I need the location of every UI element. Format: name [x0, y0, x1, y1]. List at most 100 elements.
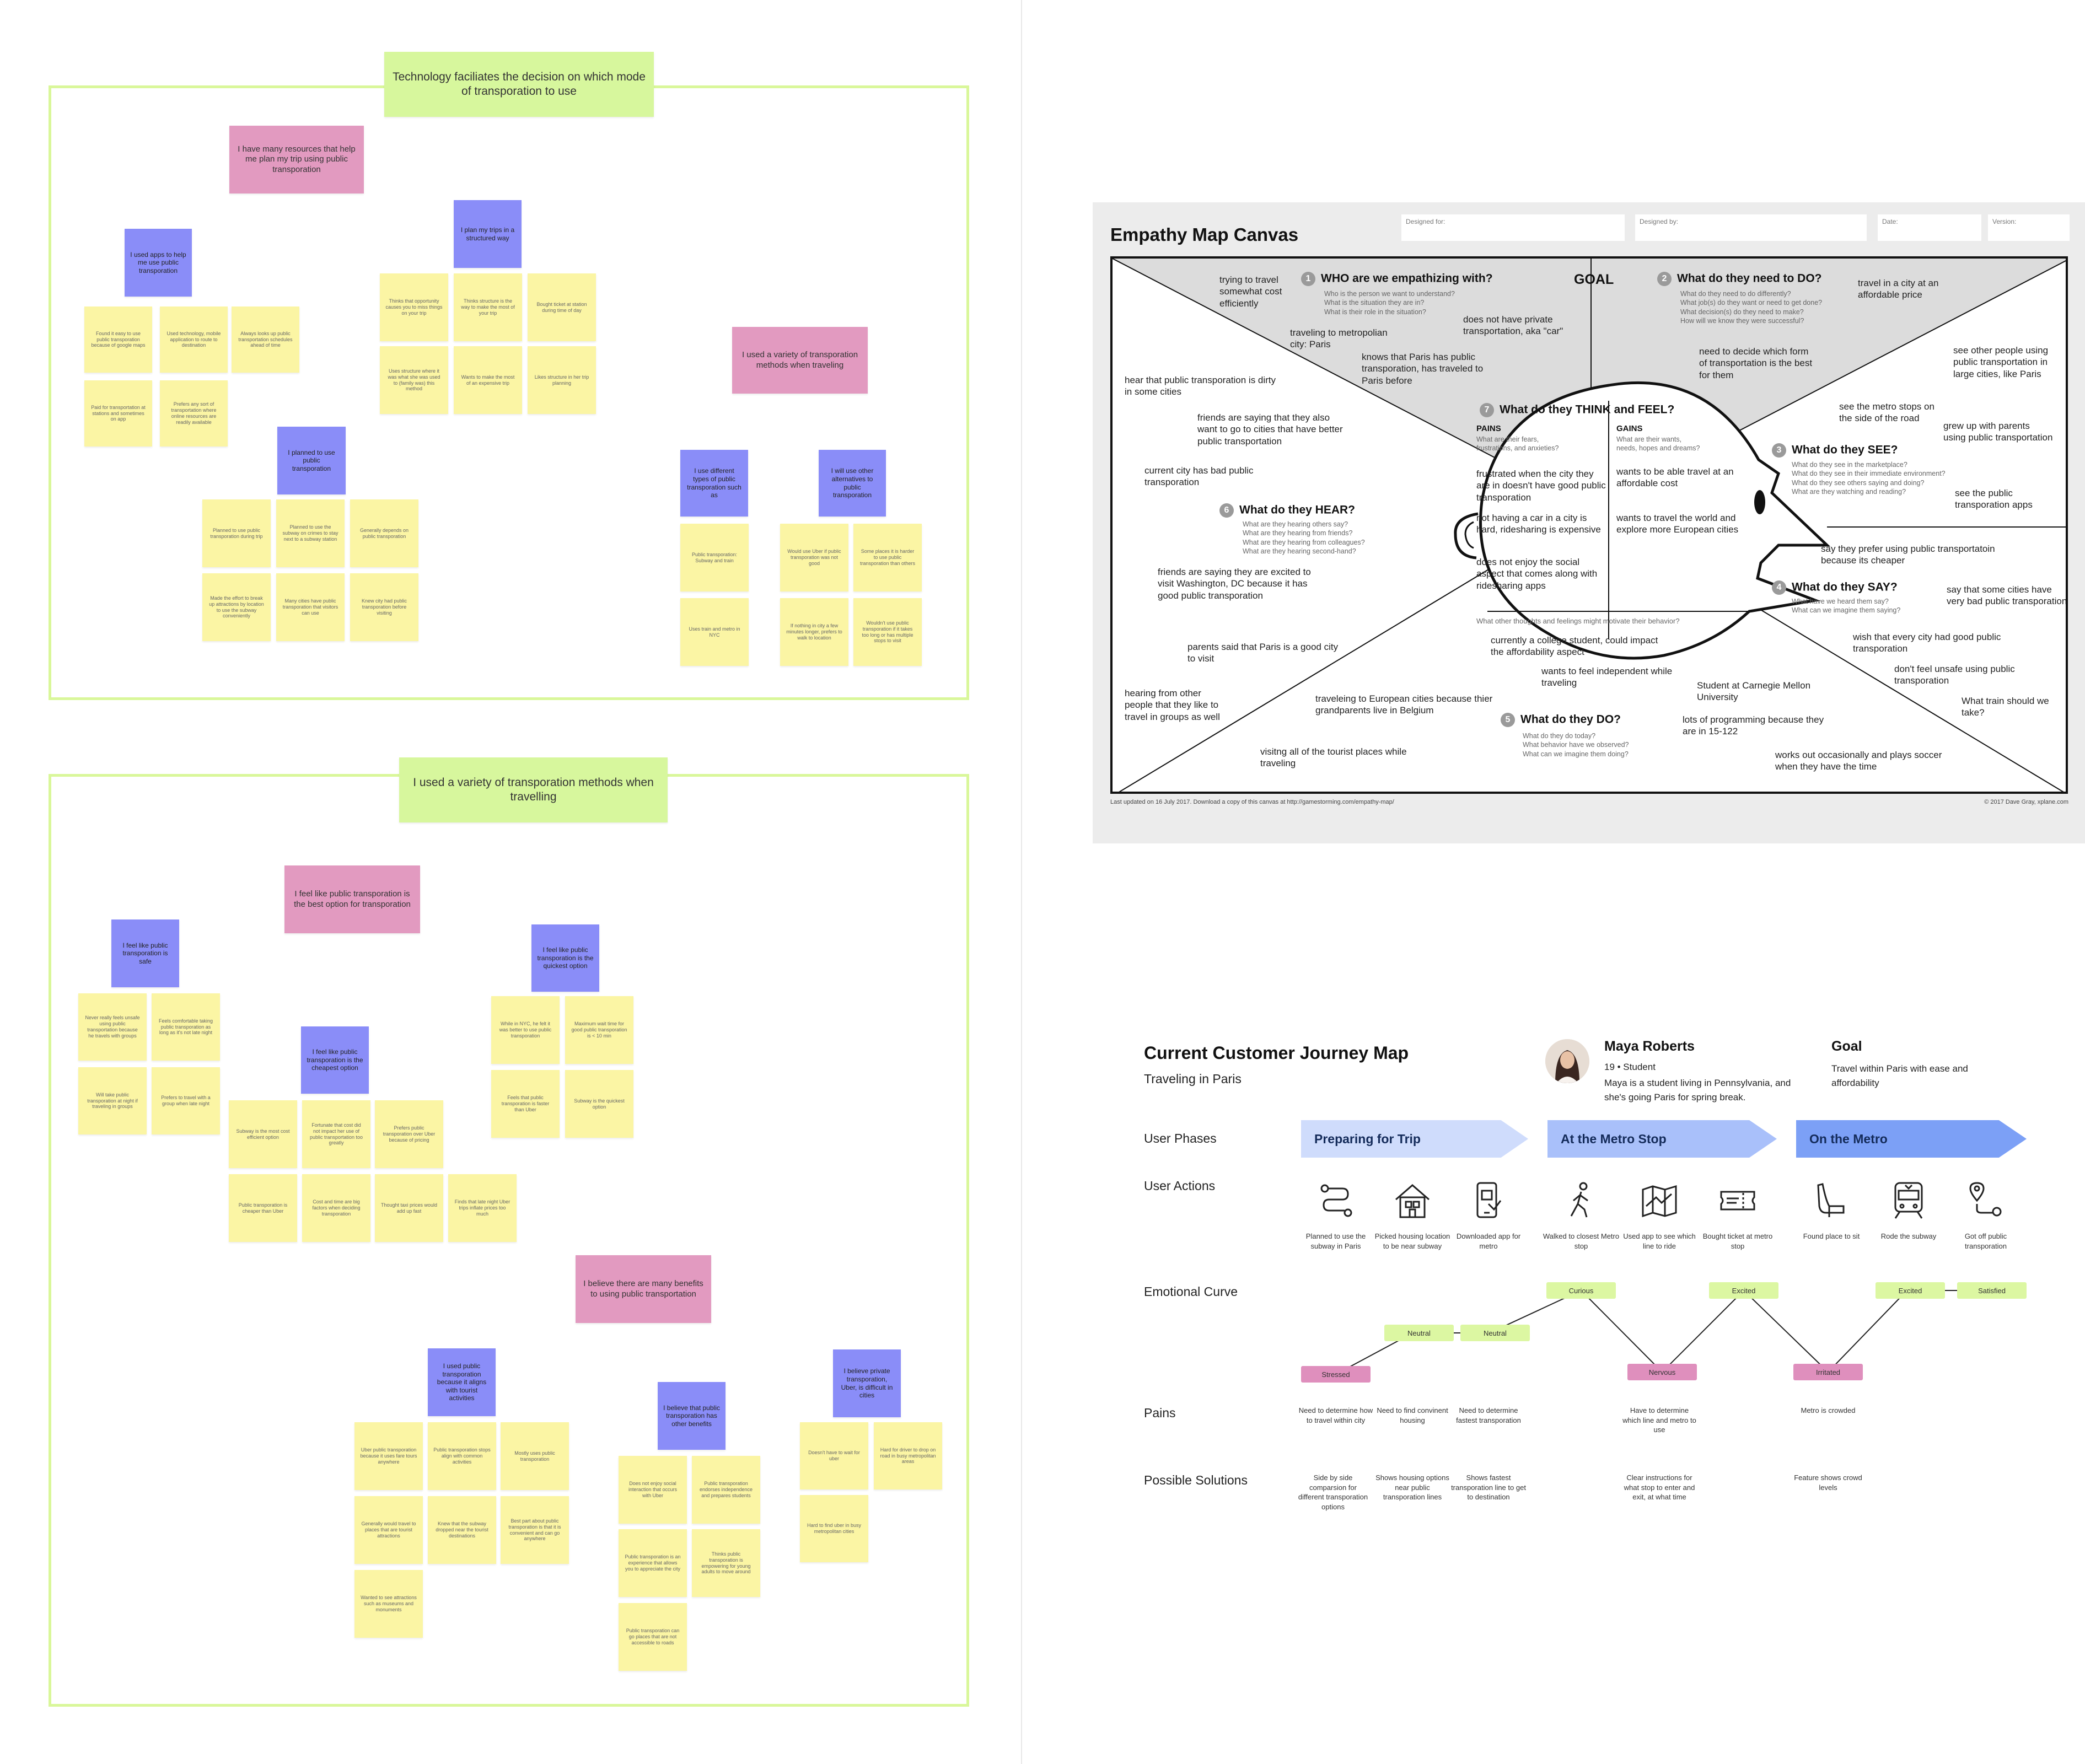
note-text: Uses structure where it was what she was… — [388, 368, 440, 392]
journey-map-panel[interactable]: Current Customer Journey Map Traveling i… — [1136, 1025, 2073, 1555]
step-number-badge: 4 — [1772, 580, 1786, 595]
date-field[interactable]: Date: — [1878, 214, 1981, 241]
sticky-note[interactable]: Fortunate that cost did not impact her u… — [302, 1100, 370, 1168]
sticky-note[interactable]: Thinks that opportunity causes you to mi… — [380, 273, 448, 341]
solution-item: Clear instructions for what stop to ente… — [1624, 1473, 1695, 1502]
sticky-note[interactable]: Bought ticket at station during time of … — [528, 273, 596, 341]
phase-preparing-for-trip[interactable]: Preparing for Trip — [1301, 1120, 1528, 1158]
step-number-badge: 6 — [1219, 503, 1234, 518]
note-text: Will take public transporation at night … — [87, 1091, 138, 1110]
sticky-note[interactable]: Knew city had public transporation befor… — [350, 573, 418, 641]
header-text: I used apps to help me use public transp… — [130, 250, 186, 275]
empathy-note: grew up with parents using public transp… — [1943, 421, 2053, 443]
sticky-note[interactable]: Hard to find uber in busy metropolitan c… — [800, 1495, 868, 1562]
location-route-icon — [1969, 1182, 2002, 1217]
sticky-note[interactable]: Uses structure where it was what she was… — [380, 346, 448, 414]
designed-for-field[interactable]: Designed for: — [1401, 214, 1625, 241]
sticky-note[interactable]: Many cities have public transporation th… — [276, 573, 345, 641]
sticky-note[interactable]: Wanted to see attractions such as museum… — [354, 1570, 423, 1638]
sticky-note[interactable]: Feels comfortable taking public transpor… — [152, 993, 220, 1061]
sticky-note[interactable]: Public transporation stops align with co… — [428, 1422, 496, 1490]
phase-on-the-metro[interactable]: On the Metro — [1796, 1120, 2027, 1158]
theme-note[interactable]: I used a variety of transporation method… — [732, 327, 868, 394]
sticky-note[interactable]: Cost and time are big factors when decid… — [302, 1174, 370, 1242]
emotion-tag-nervous: Nervous — [1627, 1364, 1697, 1380]
journey-subtitle: Traveling in Paris — [1144, 1072, 1242, 1086]
sticky-note[interactable]: Maximum wait time for good public transp… — [565, 996, 633, 1064]
note-text: Wouldn't use public transporation if it … — [862, 620, 913, 644]
sticky-note[interactable]: Will take public transporation at night … — [78, 1067, 147, 1134]
sticky-note[interactable]: Does not enjoy social interaction that o… — [619, 1456, 687, 1524]
sticky-note[interactable]: Best part about public transporation is … — [501, 1496, 569, 1564]
sticky-note[interactable]: Some places it is harder to use public t… — [853, 524, 922, 591]
sticky-note[interactable]: Thinks public transporation is empowerin… — [692, 1529, 760, 1597]
note-text: Public transporation is cheaper than Ube… — [238, 1202, 288, 1214]
sticky-note[interactable]: Mostly uses public transporation — [501, 1422, 569, 1490]
group-header-note[interactable]: I believe that public transporation has … — [658, 1382, 726, 1450]
board2-title-note[interactable]: I used a variety of transporation method… — [399, 757, 668, 822]
sticky-note[interactable]: Public transporation endorses independen… — [692, 1456, 760, 1524]
header-text: I plan my trips in a structured way — [460, 225, 515, 242]
theme-note[interactable]: I feel like public transporation is the … — [284, 865, 420, 933]
designed-by-field[interactable]: Designed by: — [1635, 214, 1867, 241]
sticky-note[interactable]: Feels that public transporation is faste… — [491, 1070, 560, 1138]
pain-point: Have to determine which line and metro t… — [1622, 1406, 1696, 1434]
group-header-note[interactable]: I plan my trips in a structured way — [454, 200, 522, 268]
group-header-note[interactable]: I believe private transporation, Uber, i… — [833, 1349, 901, 1417]
sticky-note[interactable]: Thinks structure is the way to make the … — [454, 273, 522, 341]
sticky-note[interactable]: While in NYC, he felt it was better to u… — [491, 996, 560, 1064]
theme-text: I feel like public transporation is the … — [294, 889, 411, 909]
group-header-note[interactable]: I feel like public transporation is safe — [111, 919, 179, 987]
sticky-note[interactable]: Finds that late night Uber trips inflate… — [448, 1174, 517, 1242]
theme-note[interactable]: I believe there are many benefits to usi… — [576, 1255, 711, 1323]
note-text: Generally depends on public transporatio… — [359, 527, 409, 539]
sticky-note[interactable]: Wouldn't use public transporation if it … — [853, 598, 922, 666]
sticky-note[interactable]: Used technology, mobile application to r… — [160, 306, 228, 373]
sticky-note[interactable]: Hard for driver to drop on road in busy … — [874, 1422, 942, 1489]
sticky-note[interactable]: Paid for transportation at stations and … — [84, 380, 152, 447]
sticky-note[interactable]: Made the effort to break up attractions … — [202, 573, 271, 641]
sticky-note[interactable]: Uses train and metro in NYC — [680, 598, 749, 666]
sticky-note[interactable]: Subway is the quickest option — [565, 1070, 633, 1138]
group-header-note[interactable]: I will use other alternatives to public … — [819, 450, 886, 517]
sticky-note[interactable]: Planned to use the subway on crimes to s… — [276, 499, 345, 567]
sticky-note[interactable]: Likes structure in her trip planning — [528, 346, 596, 414]
phase-at-the-metro-stop[interactable]: At the Metro Stop — [1547, 1120, 1777, 1158]
note-text: If nothing in city a few minutes longer,… — [786, 623, 842, 641]
sticky-note[interactable]: Generally depends on public transporatio… — [350, 499, 418, 567]
group-header-note[interactable]: I planned to use public transporation — [277, 427, 346, 494]
sticky-note[interactable]: Planned to use public transporation duri… — [202, 499, 271, 567]
note-text: Knew that the subway dropped near the to… — [436, 1521, 488, 1539]
sticky-note[interactable]: Wants to make the most of an expensive t… — [454, 346, 522, 414]
board-divider — [1021, 0, 1022, 1764]
sticky-note[interactable]: Thought taxi prices would add up fast — [375, 1174, 443, 1242]
board1-title-note[interactable]: Technology faciliates the decision on wh… — [384, 52, 654, 117]
sticky-note[interactable]: Subway is the most cost efficient option — [229, 1100, 297, 1168]
sticky-note[interactable]: If nothing in city a few minutes longer,… — [780, 598, 848, 666]
sticky-note[interactable]: Prefers any sort of transportation where… — [160, 380, 228, 447]
sticky-note[interactable]: Always looks up public transportation sc… — [232, 306, 299, 373]
sticky-note[interactable]: Would use Uber if public transporation w… — [780, 524, 848, 591]
sticky-note[interactable]: Uber public transporation because it use… — [354, 1422, 423, 1490]
sticky-note[interactable]: Public transporation is an experience th… — [619, 1529, 687, 1597]
sticky-note[interactable]: Public transporation can go places that … — [619, 1603, 687, 1671]
group-header-note[interactable]: I feel like public transporation is the … — [531, 924, 599, 992]
sticky-note[interactable]: Generally would travel to places that ar… — [354, 1496, 423, 1564]
theme-note[interactable]: I have many resources that help me plan … — [229, 126, 364, 193]
sticky-note[interactable]: Prefers public transporation over Uber b… — [375, 1100, 443, 1168]
note-text: Cost and time are big factors when decid… — [312, 1199, 361, 1217]
empathy-map-panel[interactable]: Empathy Map Canvas Designed for: Designe… — [1093, 202, 2085, 843]
sticky-note[interactable]: Found it easy to use public transporatio… — [84, 306, 152, 373]
sticky-note[interactable]: Knew that the subway dropped near the to… — [428, 1496, 496, 1564]
sticky-note[interactable]: Prefers to travel with a group when late… — [152, 1067, 220, 1134]
group-header-note[interactable]: I used apps to help me use public transp… — [125, 229, 192, 297]
sticky-note[interactable]: Public transporation is cheaper than Ube… — [229, 1174, 297, 1242]
sticky-note[interactable]: Doesn't have to wait for uber — [800, 1422, 868, 1489]
sticky-note[interactable]: Never really feels unsafe using public t… — [78, 993, 147, 1061]
sticky-note[interactable]: Public transporation: Subway and train — [680, 524, 749, 591]
group-header-note[interactable]: I use different types of public transpor… — [680, 450, 748, 517]
action-label: Planned to use the subway in Paris — [1305, 1232, 1366, 1250]
group-header-note[interactable]: I feel like public transporation is the … — [301, 1026, 369, 1094]
group-header-note[interactable]: I used public transporation because it a… — [428, 1348, 496, 1416]
version-field[interactable]: Version: — [1988, 214, 2070, 241]
